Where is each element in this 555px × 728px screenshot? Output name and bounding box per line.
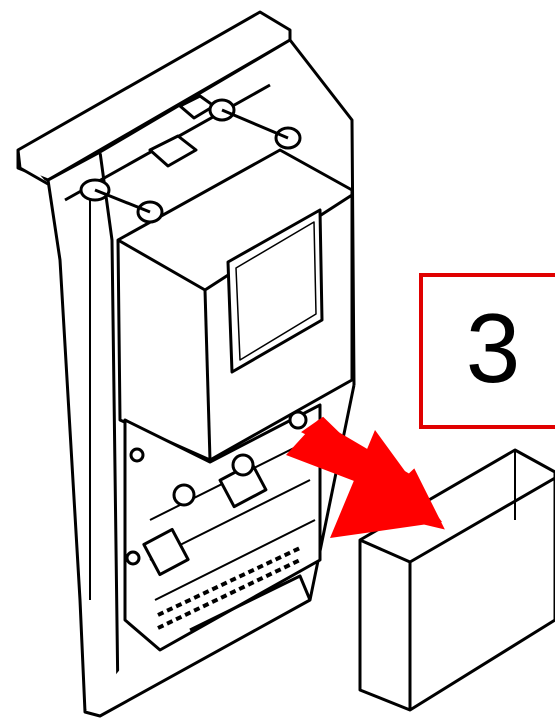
- device-housing-illustration: [16, 10, 356, 718]
- step-number-box: 3: [419, 273, 555, 429]
- cover-removal-arrow-head: [330, 430, 442, 538]
- step-number: 3: [465, 293, 521, 403]
